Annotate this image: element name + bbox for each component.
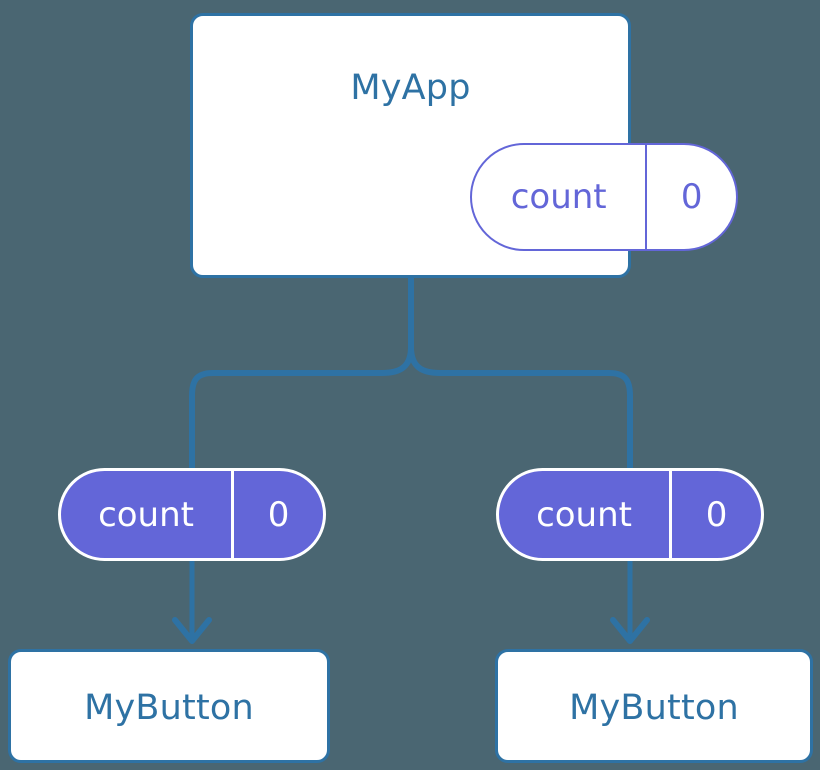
arrowhead-right-icon (610, 617, 650, 644)
prop-pill-name: count (61, 471, 235, 558)
prop-pill-name: count (499, 471, 673, 558)
prop-pill-count-right[interactable]: count 0 (496, 468, 764, 561)
component-label-mybutton: MyButton (569, 688, 739, 728)
state-pill-value: 0 (680, 177, 703, 217)
state-pill-name: count (472, 145, 648, 249)
connector-branch-left (189, 346, 414, 468)
component-box-myapp[interactable]: MyApp count 0 (190, 13, 738, 278)
prop-pill-value: 0 (705, 494, 728, 535)
prop-pill-count-left[interactable]: count 0 (58, 468, 326, 561)
component-label-mybutton: MyButton (84, 688, 254, 728)
component-box-mybutton-right[interactable]: MyButton (495, 649, 813, 763)
state-pill-count[interactable]: count 0 (470, 143, 738, 251)
connector-branch-right (408, 346, 633, 468)
component-box-mybutton-left[interactable]: MyButton (8, 649, 330, 763)
arrowhead-left-icon (172, 617, 212, 644)
prop-pill-value: 0 (267, 494, 290, 535)
component-label-myapp: MyApp (350, 68, 471, 108)
